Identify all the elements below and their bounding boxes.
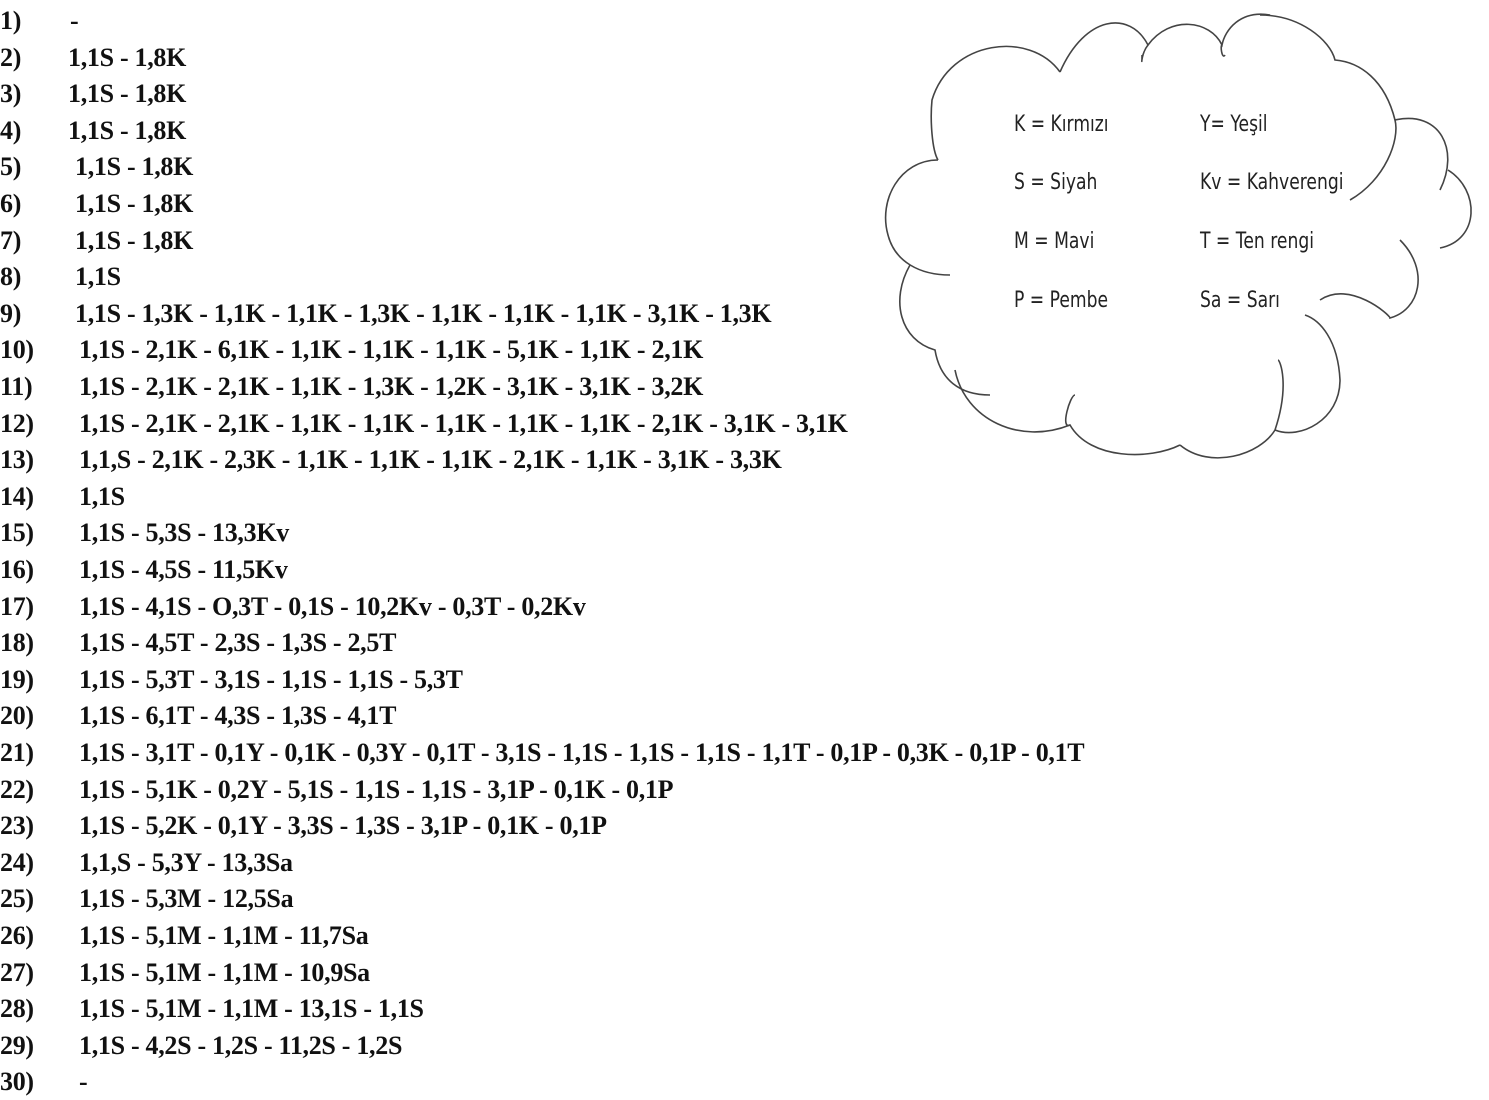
cloud-outline — [884, 13, 1472, 459]
legend-cloud — [884, 13, 1472, 459]
item-code: 1,1S - 4,5T - 2,3S - 1,3S - 2,5T — [79, 628, 397, 658]
item-code: 1,1S - 1,8K — [75, 189, 194, 218]
item-code: 1,1S - 4,5S - 11,5Kv — [79, 555, 288, 584]
item-code: 1,1S - 2,1K - 2,1K - 1,1K - 1,3K - 1,2K … — [79, 372, 704, 401]
item-number: 7) — [0, 225, 22, 255]
item-number: 25) — [0, 884, 34, 914]
item-code: 1,1S - 2,1K - 6,1K - 1,1K - 1,1K - 1,1K … — [79, 335, 704, 365]
item-code: 1,1,S - 5,3Y - 13,3Sa — [79, 847, 293, 877]
item-number: 28) — [0, 994, 34, 1024]
legend-entry: Y= Yeşil — [1200, 112, 1268, 137]
item-number: 20) — [0, 701, 34, 731]
legend-entry: Sa = Sarı — [1200, 288, 1280, 313]
item-code: 1,1,S - 2,1K - 2,3K - 1,1K - 1,1K - 1,1K… — [79, 445, 782, 475]
item-code: 1,1S - 1,8K — [68, 79, 187, 109]
item-code: 1,1S - 1,8K — [68, 42, 187, 72]
item-number: 10) — [0, 335, 34, 365]
item-number: 3) — [0, 79, 22, 109]
item-number: 15) — [0, 518, 34, 548]
item-number: 6) — [0, 189, 22, 218]
legend-entry: P = Pembe — [1014, 288, 1109, 313]
legend-entry: K = Kırmızı — [1014, 112, 1109, 137]
legend-entry: S = Siyah — [1014, 170, 1098, 195]
item-code: 1,1S - 1,8K — [75, 152, 194, 182]
item-code: 1,1S - 4,2S - 1,2S - 11,2S - 1,2S — [79, 1030, 403, 1060]
item-code: 1,1S — [79, 481, 125, 511]
item-code: 1,1S - 1,3K - 1,1K - 1,1K - 1,3K - 1,1K … — [75, 298, 772, 328]
item-code: 1,1S - 5,3T - 3,1S - 1,1S - 1,1S - 5,3T — [79, 664, 463, 694]
item-number: 1) — [0, 6, 22, 35]
item-code: 1,1S - 4,1S - O,3T - 0,1S - 10,2Kv - 0,3… — [79, 591, 586, 621]
item-code: - — [79, 1067, 88, 1097]
item-number: 23) — [0, 811, 34, 841]
item-number: 2) — [0, 42, 22, 72]
item-number: 26) — [0, 921, 34, 950]
item-code: 1,1S — [75, 262, 121, 292]
item-code: 1,1S - 5,3M - 12,5Sa — [79, 884, 294, 914]
item-code: 1,1S - 5,3S - 13,3Kv — [79, 518, 289, 548]
item-number: 5) — [0, 152, 22, 182]
item-code: 1,1S - 5,1M - 1,1M - 11,7Sa — [79, 921, 369, 950]
item-code: 1,1S - 5,2K - 0,1Y - 3,3S - 1,3S - 3,1P … — [79, 811, 607, 841]
item-code: 1,1S - 5,1K - 0,2Y - 5,1S - 1,1S - 1,1S … — [79, 774, 674, 804]
legend-entry: T = Ten rengi — [1200, 229, 1315, 254]
legend-entry: M = Mavi — [1014, 229, 1095, 254]
item-number: 13) — [0, 445, 34, 475]
item-number: 24) — [0, 847, 34, 877]
item-number: 18) — [0, 628, 34, 658]
item-number: 8) — [0, 262, 22, 292]
item-number: 16) — [0, 555, 34, 584]
item-code: 1,1S - 5,1M - 1,1M - 13,1S - 1,1S — [79, 994, 424, 1024]
item-number: 12) — [0, 408, 34, 438]
item-number: 9) — [0, 298, 22, 328]
legend-entry: Kv = Kahverengi — [1200, 170, 1344, 195]
item-number: 11) — [0, 372, 33, 401]
item-number: 4) — [0, 115, 22, 145]
item-code: 1,1S - 6,1T - 4,3S - 1,3S - 4,1T — [79, 701, 397, 731]
item-number: 27) — [0, 957, 34, 987]
item-code: 1,1S - 3,1T - 0,1Y - 0,1K - 0,3Y - 0,1T … — [79, 738, 1085, 767]
item-number: 30) — [0, 1067, 34, 1097]
item-number: 21) — [0, 738, 34, 767]
item-code: 1,1S - 1,8K — [75, 225, 194, 255]
item-number: 19) — [0, 664, 34, 694]
item-code: 1,1S - 1,8K — [68, 115, 187, 145]
item-number: 29) — [0, 1030, 34, 1060]
item-number: 17) — [0, 591, 34, 621]
item-number: 14) — [0, 481, 34, 511]
item-code: 1,1S - 5,1M - 1,1M - 10,9Sa — [79, 957, 370, 987]
item-code: 1,1S - 2,1K - 2,1K - 1,1K - 1,1K - 1,1K … — [79, 408, 848, 438]
item-number: 22) — [0, 774, 34, 804]
item-code: - — [70, 6, 79, 35]
